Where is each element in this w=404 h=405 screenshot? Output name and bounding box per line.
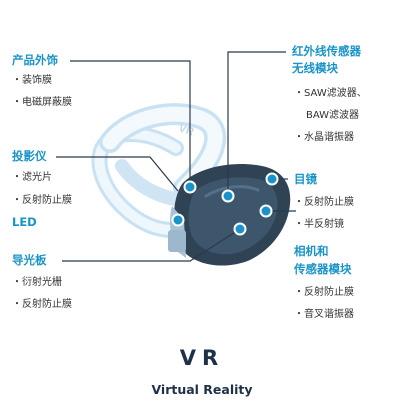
- dot-ir-wireless: [221, 189, 235, 203]
- line-product-exterior: [70, 60, 191, 187]
- line-ir-wireless: [227, 51, 286, 196]
- item-guide-ar-film: 反射防止膜: [12, 298, 72, 311]
- item-half-mirror: 半反射镜: [294, 218, 344, 231]
- label-sensor-module: 传感器模块: [294, 262, 352, 276]
- dot-projector: [171, 213, 185, 227]
- item-eyepiece-ar-film: 反射防止膜: [294, 196, 354, 209]
- headset-front-plate: [188, 177, 278, 255]
- headset-strap-text: VR: [177, 122, 195, 138]
- label-wireless-module: 无线模块: [292, 61, 338, 75]
- label-eyepiece: 目镜: [294, 172, 317, 186]
- label-projector: 投影仪: [12, 149, 47, 163]
- headset-side-block: [168, 230, 186, 252]
- item-baw-filter: BAW滤波器: [306, 110, 360, 121]
- label-ir-sensor: 红外线传感器: [292, 44, 361, 58]
- label-camera: 相机和: [294, 244, 329, 258]
- dot-product-exterior: [183, 180, 197, 194]
- item-emi-shield: 电磁屏蔽膜: [12, 96, 72, 109]
- dot-light-guide: [233, 222, 247, 236]
- item-decor-film: 装饰膜: [12, 74, 52, 87]
- caption-subtitle: Virtual Reality: [151, 382, 253, 397]
- dot-eyepiece: [265, 172, 279, 186]
- item-crystal-resonator: 水晶谐振器: [294, 131, 354, 144]
- line-projector: [56, 156, 179, 192]
- headset-strap-side: [115, 159, 189, 207]
- label-led: LED: [12, 215, 37, 229]
- item-saw-filter: SAW滤波器、: [294, 87, 367, 100]
- item-camera-ar-film: 反射防止膜: [294, 286, 354, 299]
- item-projector-ar-film: 反射防止膜: [12, 194, 72, 207]
- item-filter: 滤光片: [12, 171, 52, 184]
- item-grating: 衍射光栅: [12, 276, 62, 289]
- headset-front-highlight: [204, 185, 260, 198]
- label-product-exterior: 产品外饰: [12, 53, 58, 67]
- caption-title: VR: [179, 346, 225, 370]
- label-light-guide: 导光板: [12, 253, 47, 267]
- headset-strap-back-inner: [94, 129, 181, 235]
- callout-dots: [171, 172, 279, 236]
- item-tuning-fork: 音叉谐振器: [294, 308, 354, 321]
- callout-lines: [56, 51, 296, 262]
- headset-strap-top-inner: [102, 106, 223, 196]
- dot-camera-sensor: [259, 204, 273, 218]
- line-light-guide: [62, 228, 241, 262]
